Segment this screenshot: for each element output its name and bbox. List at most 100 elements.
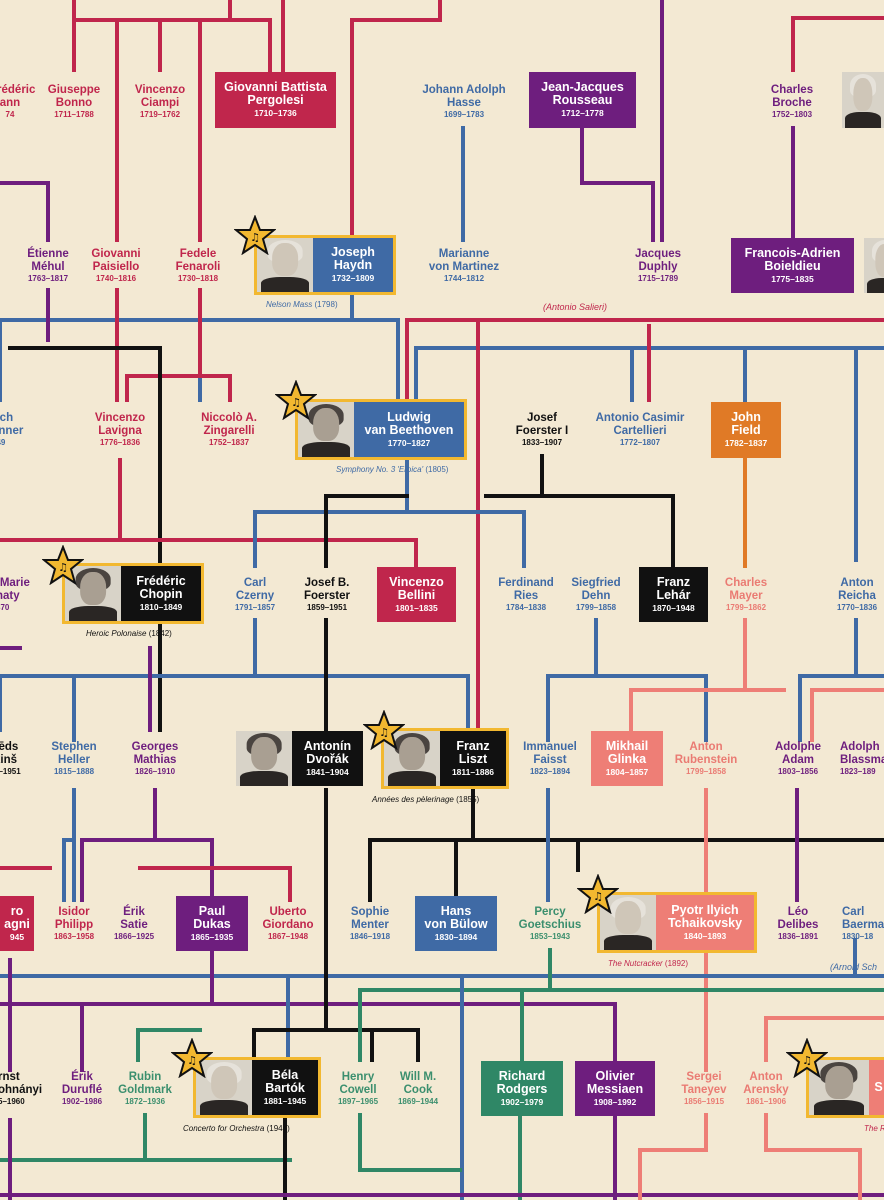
composer-chopin[interactable]: Frédéric Chopin 1810–1849	[62, 563, 204, 624]
composer-mathias[interactable]: Georges Mathias 1826–1910	[118, 741, 192, 777]
composer-name: Charles	[770, 84, 814, 96]
composer-foerster1[interactable]: Josef Foerster I 1833–1907	[496, 412, 588, 448]
composer-satie[interactable]: Érik Satie 1866–1925	[110, 906, 158, 942]
composer-hasse[interactable]: Johann Adolph Hasse 1699–1783	[414, 84, 514, 120]
composer-name: Frédéric	[136, 573, 186, 588]
composer-boieldieu[interactable]: Francois-Adrien Boieldieu 1775–1835	[731, 238, 854, 293]
composer-reicha[interactable]: Anton Reicha 1770–1836	[822, 577, 884, 613]
composer-name-2: Pergolesi	[247, 93, 304, 107]
composer-delibes[interactable]: Léo Delibes 1836–1891	[766, 906, 830, 942]
composer-name: Antonín	[303, 738, 352, 753]
composer-lavigna[interactable]: Vincenzo Lavigna 1776–1836	[80, 412, 160, 448]
composer-name-2: Bonno	[55, 97, 93, 109]
composer-name-2: Hasse	[447, 97, 481, 109]
composer-cartellieri[interactable]: Antonio Casimir Cartellieri 1772–1807	[588, 412, 692, 448]
composer-frederic[interactable]: Frédéric ann 74	[0, 84, 35, 120]
composer-goldmark[interactable]: Rubin Goldmark 1872–1936	[112, 1071, 178, 1107]
composer-mayer[interactable]: Charles Mayer 1799–1862	[710, 577, 782, 613]
composer-goetschius[interactable]: Percy Goetschius 1853–1943	[512, 906, 588, 942]
composer-lehar[interactable]: Franz Lehár 1870–1948	[639, 567, 708, 622]
composer-taneyev[interactable]: Sergei Taneyev 1856–1915	[672, 1071, 736, 1107]
composer-philipp[interactable]: Isidor Philipp 1863–1958	[40, 906, 108, 942]
composer-name: Léo	[787, 906, 809, 918]
composer-name: Paul	[198, 903, 226, 918]
composer-giordano[interactable]: Uberto Giordano 1867–1948	[252, 906, 324, 942]
composer-rodgers[interactable]: Richard Rodgers 1902–1979	[481, 1061, 563, 1116]
composer-beethoven[interactable]: Ludwig van Beethoven 1770–1827	[295, 399, 467, 460]
composer-heller[interactable]: Stephen Heller 1815–1888	[38, 741, 110, 777]
composer-name-2: Menter	[351, 919, 389, 931]
composer-ciampi[interactable]: Vincenzo Ciampi 1719–1762	[120, 84, 200, 120]
composer-blassmann[interactable]: Adolph Blassma 1823–189	[840, 741, 884, 777]
composer-name-2: Blassma	[840, 754, 884, 766]
composer-mehul[interactable]: Étienne Méhul 1763–1817	[10, 248, 86, 284]
composer-years: 1752–1803	[771, 110, 813, 119]
composer-faisst[interactable]: Immanuel Faisst 1823–1894	[512, 741, 588, 777]
composer-arensky[interactable]: Anton Arensky 1861–1906	[736, 1071, 796, 1107]
composer-name: Anton	[749, 1071, 783, 1083]
composer-name-2: Heller	[58, 754, 90, 766]
composer-zingarelli[interactable]: Niccolò A. Zingarelli 1752–1837	[186, 412, 272, 448]
composer-broche[interactable]: Charles Broche 1752–1803	[752, 84, 832, 120]
composer-adam[interactable]: Adolphe Adam 1803–1856	[764, 741, 832, 777]
composer-name: Sophie	[350, 906, 390, 918]
composer-name-2: Zingarelli	[203, 425, 255, 437]
composer-rousseau[interactable]: Jean-Jacques Rousseau 1712–1778	[529, 72, 636, 128]
haydn-portrait-image	[257, 238, 313, 292]
composer-pergolesi[interactable]: Giovanni Battista Pergolesi 1710–1736	[215, 72, 336, 128]
composer-stravinsky[interactable]: S	[806, 1057, 884, 1118]
composer-fenaroli[interactable]: Fedele Fenaroli 1730–1818	[160, 248, 236, 284]
composer-dukas[interactable]: Paul Dukas 1865–1935	[176, 896, 248, 951]
composer-bartok[interactable]: Béla Bartók 1881–1945	[193, 1057, 321, 1118]
composer-redsk[interactable]: rēds kinš 9–1951	[0, 741, 30, 777]
composer-durufle[interactable]: Érik Duruflé 1902–1986	[50, 1071, 114, 1107]
composer-name-2: naty	[0, 590, 20, 602]
composer-mascagni[interactable]: ro agni 945	[0, 896, 34, 951]
composer-years: 1804–1857	[605, 766, 649, 777]
composer-bellini[interactable]: Vincenzo Bellini 1801–1835	[377, 567, 456, 622]
work-title: Concerto for Orchestra	[183, 1124, 265, 1133]
composer-name-2: Dvořák	[306, 751, 349, 766]
composer-name-2: von Bülow	[424, 916, 488, 931]
composer-tchaikovsky[interactable]: Pyotr Ilyich Tchaikovsky 1840–1893	[597, 892, 757, 953]
composer-glinka[interactable]: Mikhail Glinka 1804–1857	[591, 731, 663, 786]
composer-name-2: Mayer	[729, 590, 763, 602]
composer-rubinstein[interactable]: Anton Rubenstein 1799–1858	[670, 741, 742, 777]
composer-haydn[interactable]: Joseph Haydn 1732–1809	[254, 235, 396, 295]
composer-dehn[interactable]: Siegfried Dehn 1799–1858	[558, 577, 634, 613]
composer-martinez[interactable]: Marianne von Martinez 1744–1812	[414, 248, 514, 284]
composer-bulow[interactable]: Hans von Bülow 1830–1894	[415, 896, 497, 951]
composer-name-2: Adam	[782, 754, 814, 766]
composer-duphly[interactable]: Jacques Duphly 1715–1789	[618, 248, 698, 284]
composer-name-2: Tchaikovsky	[667, 915, 743, 930]
composer-cowell[interactable]: Henry Cowell 1897–1965	[330, 1071, 386, 1107]
composer-years: 1763–1817	[27, 274, 69, 283]
composer-foersterb[interactable]: Josef B. Foerster 1859–1951	[292, 577, 362, 613]
composer-marie[interactable]: -Marie naty 870	[0, 577, 46, 613]
composer-ries[interactable]: Ferdinand Ries 1784–1838	[486, 577, 566, 613]
composer-name: Ferdinand	[498, 577, 554, 589]
composer-years: 1711–1788	[54, 110, 94, 119]
composer-menter[interactable]: Sophie Menter 1846–1918	[338, 906, 402, 942]
composer-name: Stephen	[51, 741, 97, 753]
composer-paisiello[interactable]: Giovanni Paisiello 1740–1816	[78, 248, 154, 284]
composer-years: 1897–1965	[337, 1097, 379, 1106]
composer-years: 945	[9, 931, 25, 942]
composer-name: Hans	[440, 903, 472, 918]
composer-czerny[interactable]: Carl Czerny 1791–1857	[220, 577, 290, 613]
composer-messiaen[interactable]: Olivier Messiaen 1908–1992	[575, 1061, 655, 1116]
composer-field[interactable]: John Field 1782–1837	[711, 402, 781, 458]
composer-rich[interactable]: rich enner 849	[0, 412, 32, 448]
composer-name: Vincenzo	[94, 412, 146, 424]
composer-name-2: Broche	[772, 97, 812, 109]
composer-dohnanyi[interactable]: rnst ohnányi 5–1960	[0, 1071, 42, 1107]
composer-cook[interactable]: Will M. Cook 1869–1944	[390, 1071, 446, 1107]
composer-years: 1770–1836	[836, 603, 878, 612]
composer-baermann[interactable]: Carl Baerma 1830–18	[842, 906, 884, 942]
composer-name: Giovanni	[91, 248, 141, 260]
dvorak-portrait-image	[236, 731, 292, 786]
composer-bonno[interactable]: Giuseppe Bonno 1711–1788	[34, 84, 114, 120]
star-note-icon: ♫	[275, 380, 317, 420]
composer-dvorak[interactable]: Antonín Dvořák 1841–1904	[292, 731, 363, 786]
